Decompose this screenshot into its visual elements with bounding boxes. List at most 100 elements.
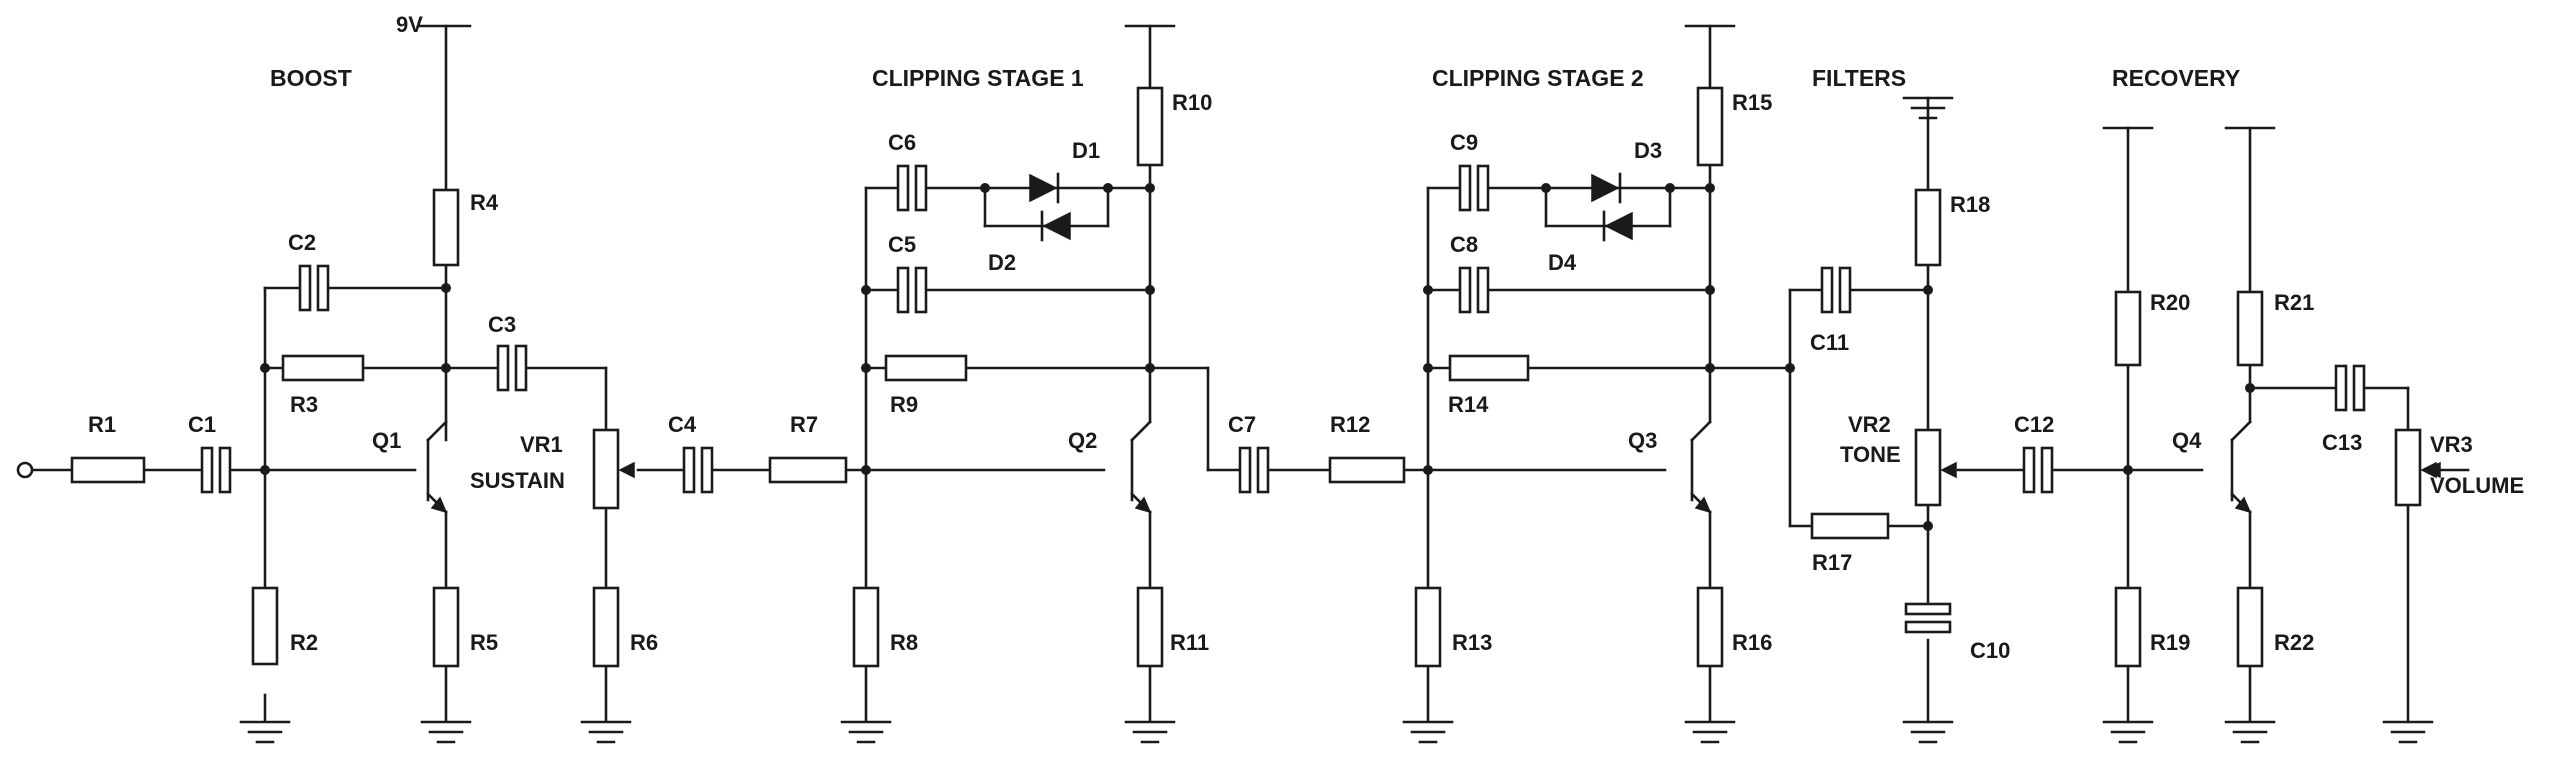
label-sustain: SUSTAIN [470,468,565,493]
resistor-r19 [2114,586,2142,668]
ground-icon [1684,720,1736,744]
wiper-arrow-icon [1940,461,1957,479]
resistor-r2 [251,586,279,666]
capacitor-c13 [2334,364,2366,412]
label-r16: R16 [1732,630,1772,655]
resistor-r6 [592,586,620,668]
label-c5: C5 [888,232,916,257]
section-title-clipping-2: CLIPPING STAGE 2 [1432,65,1644,91]
transistor-q3 [1690,438,1712,514]
potentiometer-vr1 [592,428,620,510]
label-c10: C10 [1970,638,2010,663]
section-title-filters: FILTERS [1812,65,1906,91]
resistor-r21 [2236,290,2264,367]
ground-icon [840,720,892,744]
input-terminal-icon [16,461,34,479]
label-c6: C6 [888,130,916,155]
diode-d4 [1602,210,1633,242]
label-c13: C13 [2322,430,2362,455]
label-r2: R2 [290,630,318,655]
capacitor-c8 [1458,266,1490,314]
label-r12: R12 [1330,412,1370,437]
label-r5: R5 [470,630,498,655]
label-c8: C8 [1450,232,1478,257]
diode-d1 [1029,172,1060,204]
ground-icon [580,720,632,744]
resistor-r7 [768,456,848,484]
label-r19: R19 [2150,630,2190,655]
resistor-r1 [70,456,146,484]
resistors [70,86,2264,668]
ground-icon [1402,720,1454,744]
ground-icon [2224,720,2276,744]
label-vr1: VR1 [520,432,563,457]
resistor-r16 [1696,586,1724,668]
diode-d3 [1591,172,1622,204]
resistor-r4 [432,188,460,267]
label-d2: D2 [988,250,1016,275]
capacitor-c11 [1820,266,1852,314]
potentiometer-vr2 [1914,428,1942,507]
transistor-q4 [2230,438,2252,514]
wires [30,24,2470,722]
resistor-r22 [2236,586,2264,668]
ground-icon [2382,720,2434,744]
resistor-r17 [1810,512,1890,540]
section-titles: BOOST CLIPPING STAGE 1 CLIPPING STAGE 2 … [270,12,2240,91]
capacitor-c4 [682,446,714,494]
capacitor-c10 [1904,602,1952,634]
ground-icon [1902,720,1954,744]
label-vr3: VR3 [2430,432,2473,457]
label-r17: R17 [1812,550,1852,575]
label-c11: C11 [1810,330,1849,355]
wiper-arrow-icon [618,461,635,479]
ground-icon [239,720,291,744]
transistors [426,438,2252,514]
resistor-r9 [884,354,968,382]
resistor-r13 [1414,586,1442,668]
label-r11: R11 [1170,630,1209,655]
section-title-recovery: RECOVERY [2112,65,2240,91]
section-title-clipping-1: CLIPPING STAGE 1 [872,65,1084,91]
resistor-r8 [852,586,880,668]
potentiometer-vr3 [2394,428,2422,507]
transistor-q2 [1130,438,1152,514]
label-d4: D4 [1548,250,1577,275]
label-d3: D3 [1634,138,1662,163]
capacitor-c6 [896,164,928,212]
label-vr2: VR2 [1848,412,1891,437]
label-c4: C4 [668,412,697,437]
label-c3: C3 [488,312,516,337]
ground-icon [420,720,472,744]
resistor-r10 [1136,86,1164,167]
ground-symbols [239,720,2434,744]
volume-wiper-arrow-icon [2422,461,2441,479]
label-r20: R20 [2150,290,2190,315]
label-q2: Q2 [1068,428,1097,453]
label-r1: R1 [88,412,116,437]
label-r6: R6 [630,630,658,655]
label-c2: C2 [288,230,316,255]
capacitor-c5 [896,266,928,314]
diode-d2 [1040,210,1071,242]
capacitor-c2 [298,264,330,312]
section-title-boost: BOOST [270,65,352,91]
label-r18: R18 [1950,192,1990,217]
supply-label: 9V [396,12,423,37]
capacitor-c7 [1238,446,1270,494]
label-r22: R22 [2274,630,2314,655]
resistor-r5 [432,586,460,668]
label-q1: Q1 [372,428,401,453]
capacitor-c3 [496,344,528,392]
label-q3: Q3 [1628,428,1657,453]
label-r3: R3 [290,392,318,417]
resistor-r20 [2114,290,2142,367]
label-r4: R4 [470,190,499,215]
transistor-q1 [426,438,448,514]
resistor-r18 [1914,188,1942,267]
label-r9: R9 [890,392,918,417]
label-tone: TONE [1840,442,1901,467]
capacitor-c12 [2022,446,2054,494]
junction-dots [260,183,2255,531]
